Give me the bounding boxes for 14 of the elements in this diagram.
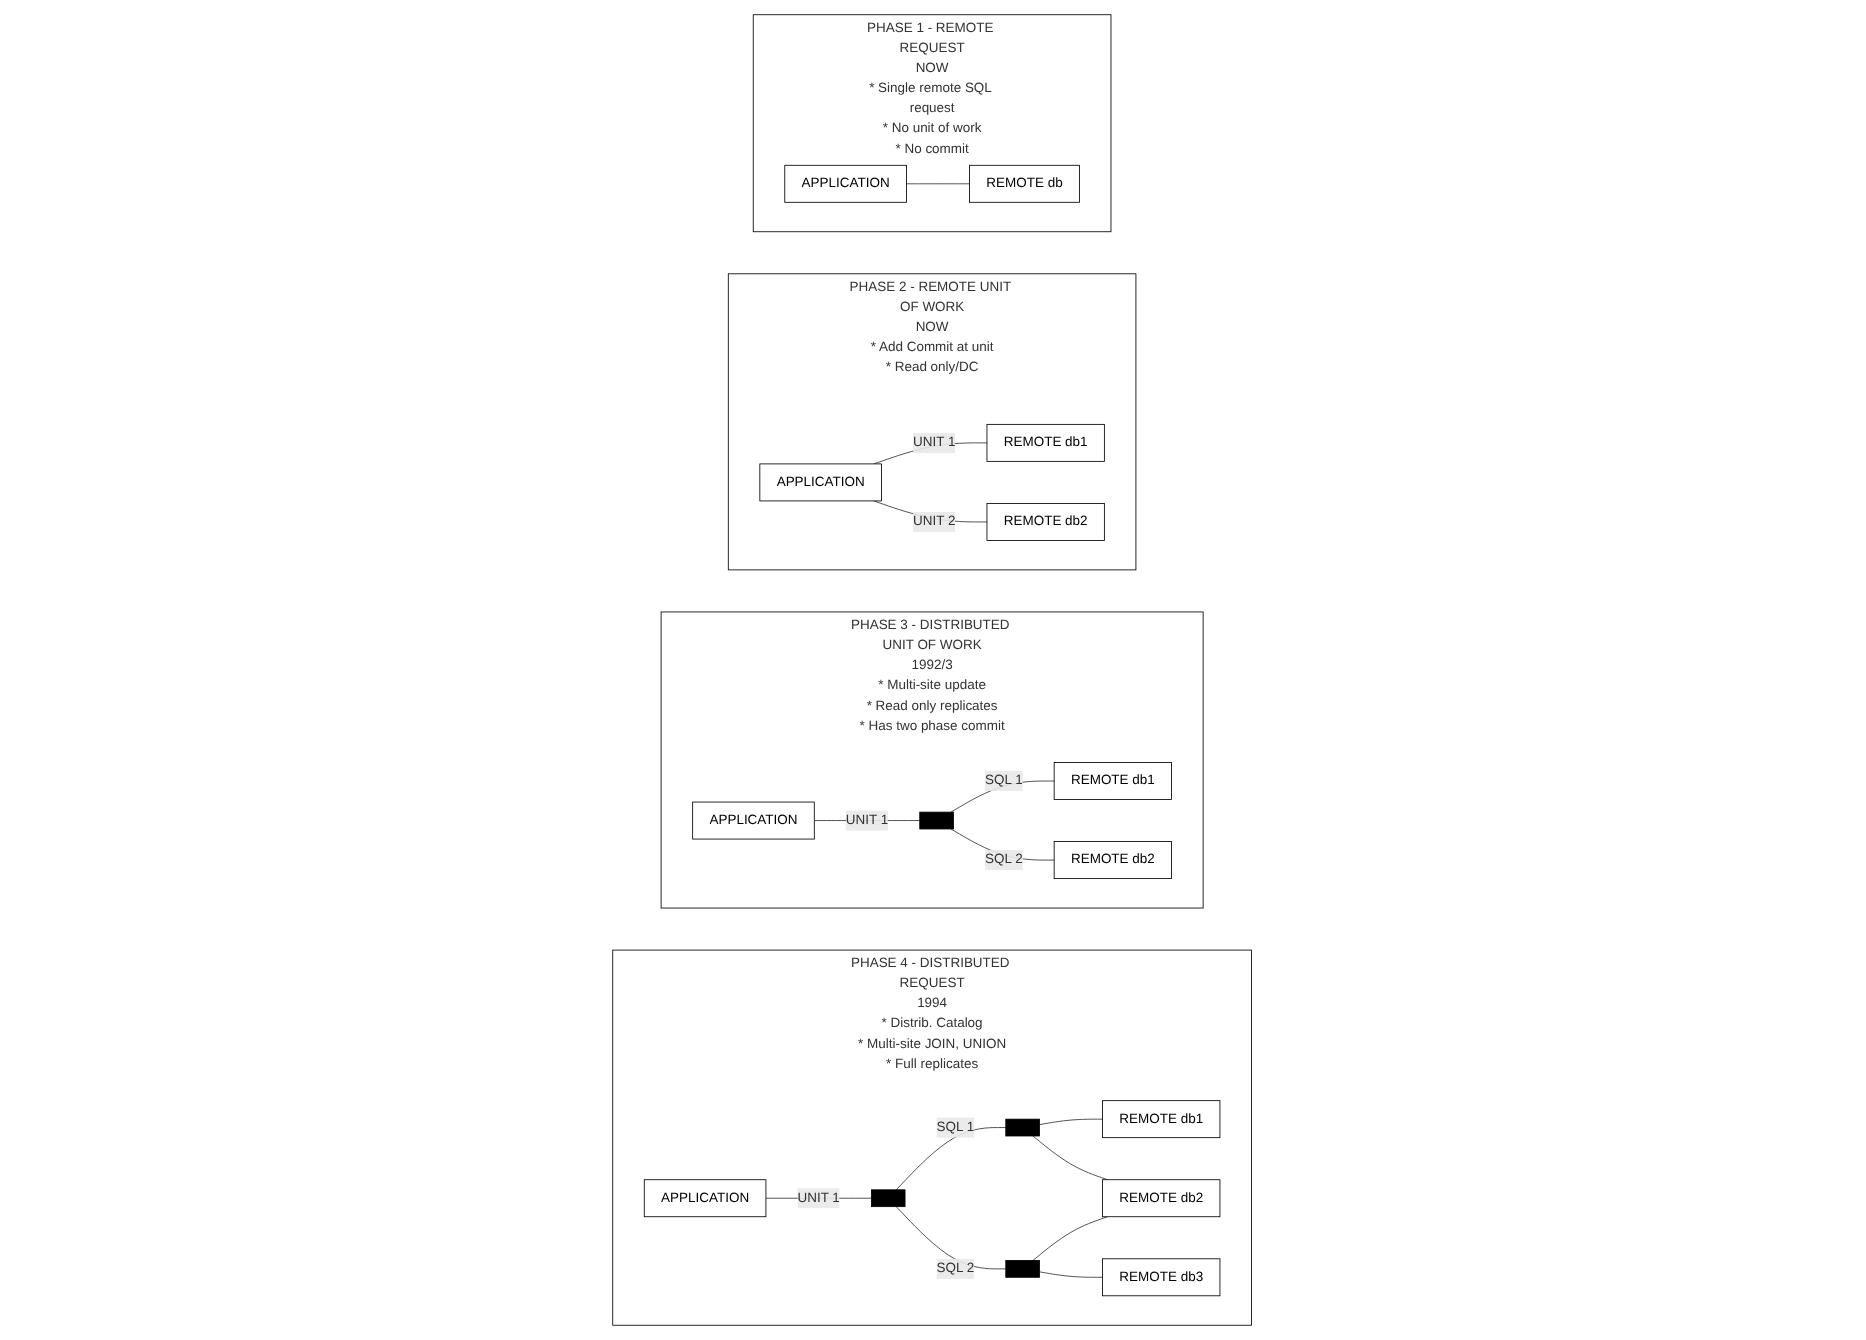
connector: [896, 1206, 1008, 1270]
node-box: [1006, 1260, 1041, 1278]
connector: [874, 442, 989, 465]
connector: [951, 828, 1056, 861]
node-box: [920, 811, 955, 830]
connector: [1033, 1135, 1109, 1181]
connector: [1039, 1118, 1104, 1126]
connector: [951, 780, 1056, 813]
connector: [896, 1127, 1008, 1191]
node-box: [1006, 1118, 1041, 1137]
node-box: [871, 1189, 907, 1208]
connector: [1039, 1271, 1104, 1278]
connector: [1033, 1216, 1109, 1261]
connector: [906, 183, 971, 185]
